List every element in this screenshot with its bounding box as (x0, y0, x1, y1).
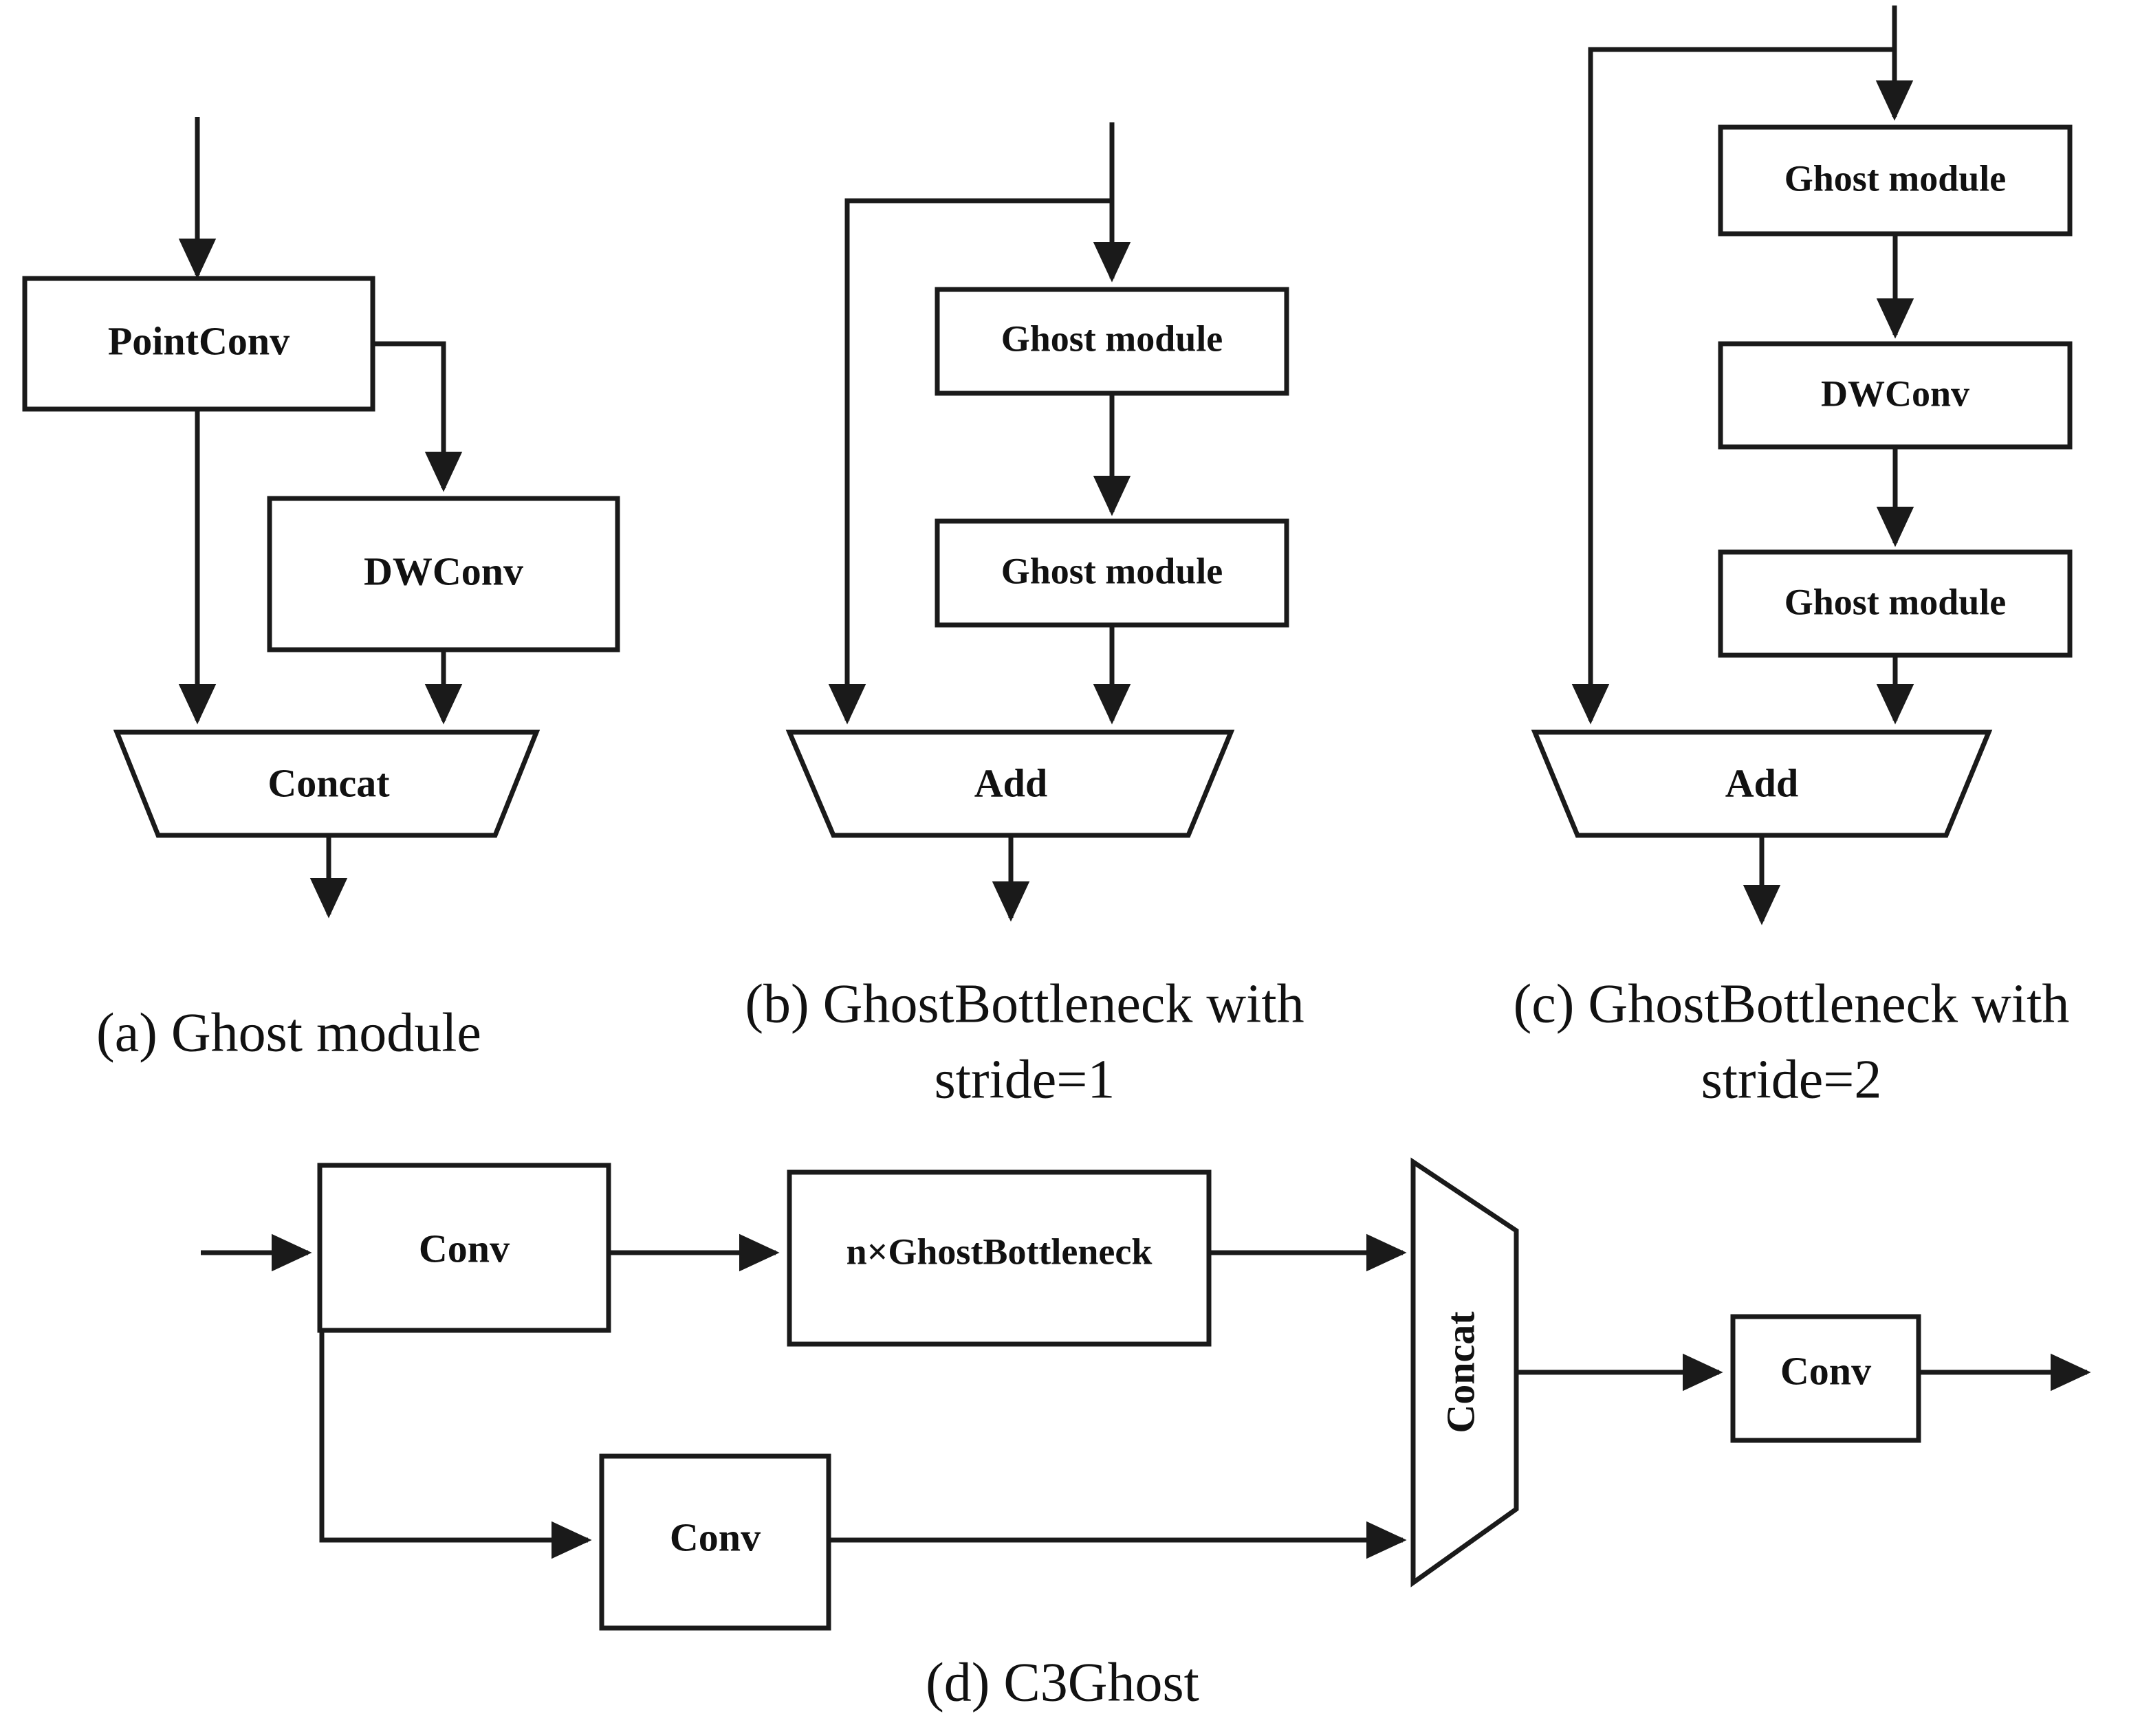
panel-b-ghostbottleneck-s1: Ghost module Ghost module Add (b) GhostB… (745, 122, 1304, 1110)
node-ghost-module-b1[interactable] (935, 287, 1289, 396)
node-add-c-label: Add (1725, 760, 1798, 805)
caption-panel-c-line1: (c) GhostBottleneck with (1514, 974, 2070, 1034)
edge-split-to-conv-bottom-d (319, 1253, 592, 1559)
node-dwconv-a[interactable] (267, 496, 620, 652)
node-dwconv-c[interactable] (1718, 341, 2073, 450)
node-conv-out-d[interactable] (1730, 1314, 1921, 1443)
node-conv-bottom-d[interactable] (599, 1453, 831, 1631)
node-dwconv-a-label: DWConv (364, 549, 523, 593)
node-concat-d[interactable] (1410, 1157, 1519, 1587)
node-concat-d-label: Concat (1438, 1311, 1483, 1433)
node-ghost-module-b1-label: Ghost module (1001, 318, 1223, 359)
node-dwconv-c-label: DWConv (1821, 373, 1969, 414)
node-ghost-module-c1-label: Ghost module (1784, 157, 2007, 199)
node-pointconv-label: PointConv (108, 318, 290, 363)
node-conv-out-d-label: Conv (1780, 1348, 1871, 1393)
node-ghostbottleneck-d-label: n×GhostBottleneck (847, 1231, 1153, 1272)
node-ghost-module-c2[interactable] (1718, 549, 2073, 658)
node-ghostbottleneck-d[interactable] (787, 1169, 1212, 1347)
node-ghost-module-b2-label: Ghost module (1001, 550, 1223, 591)
panel-a-ghost-module: PointConv DWConv Concat (a) Ghost module (22, 117, 620, 1063)
caption-panel-a: (a) Ghost module (96, 1002, 481, 1063)
edge-skip-connection-c (1571, 47, 1895, 725)
node-add-b[interactable] (785, 729, 1235, 838)
caption-panel-b-line1: (b) GhostBottleneck with (745, 974, 1304, 1034)
node-concat-a-label: Concat (267, 760, 390, 805)
node-ghost-module-c2-label: Ghost module (1784, 581, 2007, 622)
node-ghost-module-c1[interactable] (1718, 124, 2073, 237)
caption-panel-c-line2: stride=2 (1701, 1049, 1882, 1110)
node-ghost-module-b2[interactable] (935, 518, 1289, 628)
panel-d-c3ghost: Conv n×GhostBottleneck Conv Concat Conv (201, 1157, 2091, 1713)
node-add-c[interactable] (1531, 729, 1993, 838)
node-concat-a[interactable] (113, 729, 541, 838)
panel-c-ghostbottleneck-s2: Ghost module DWConv Ghost module Add (c)… (1514, 6, 2073, 1110)
caption-panel-b-line2: stride=1 (935, 1049, 1115, 1110)
caption-panel-d: (d) C3Ghost (926, 1652, 1199, 1713)
edge-pointconv-to-dwconv (373, 341, 463, 492)
node-add-b-label: Add (974, 760, 1047, 805)
node-conv-top-d[interactable] (317, 1163, 611, 1333)
edge-skip-connection-b (828, 198, 1112, 725)
node-conv-bottom-d-label: Conv (670, 1515, 761, 1559)
node-conv-top-d-label: Conv (419, 1226, 510, 1271)
